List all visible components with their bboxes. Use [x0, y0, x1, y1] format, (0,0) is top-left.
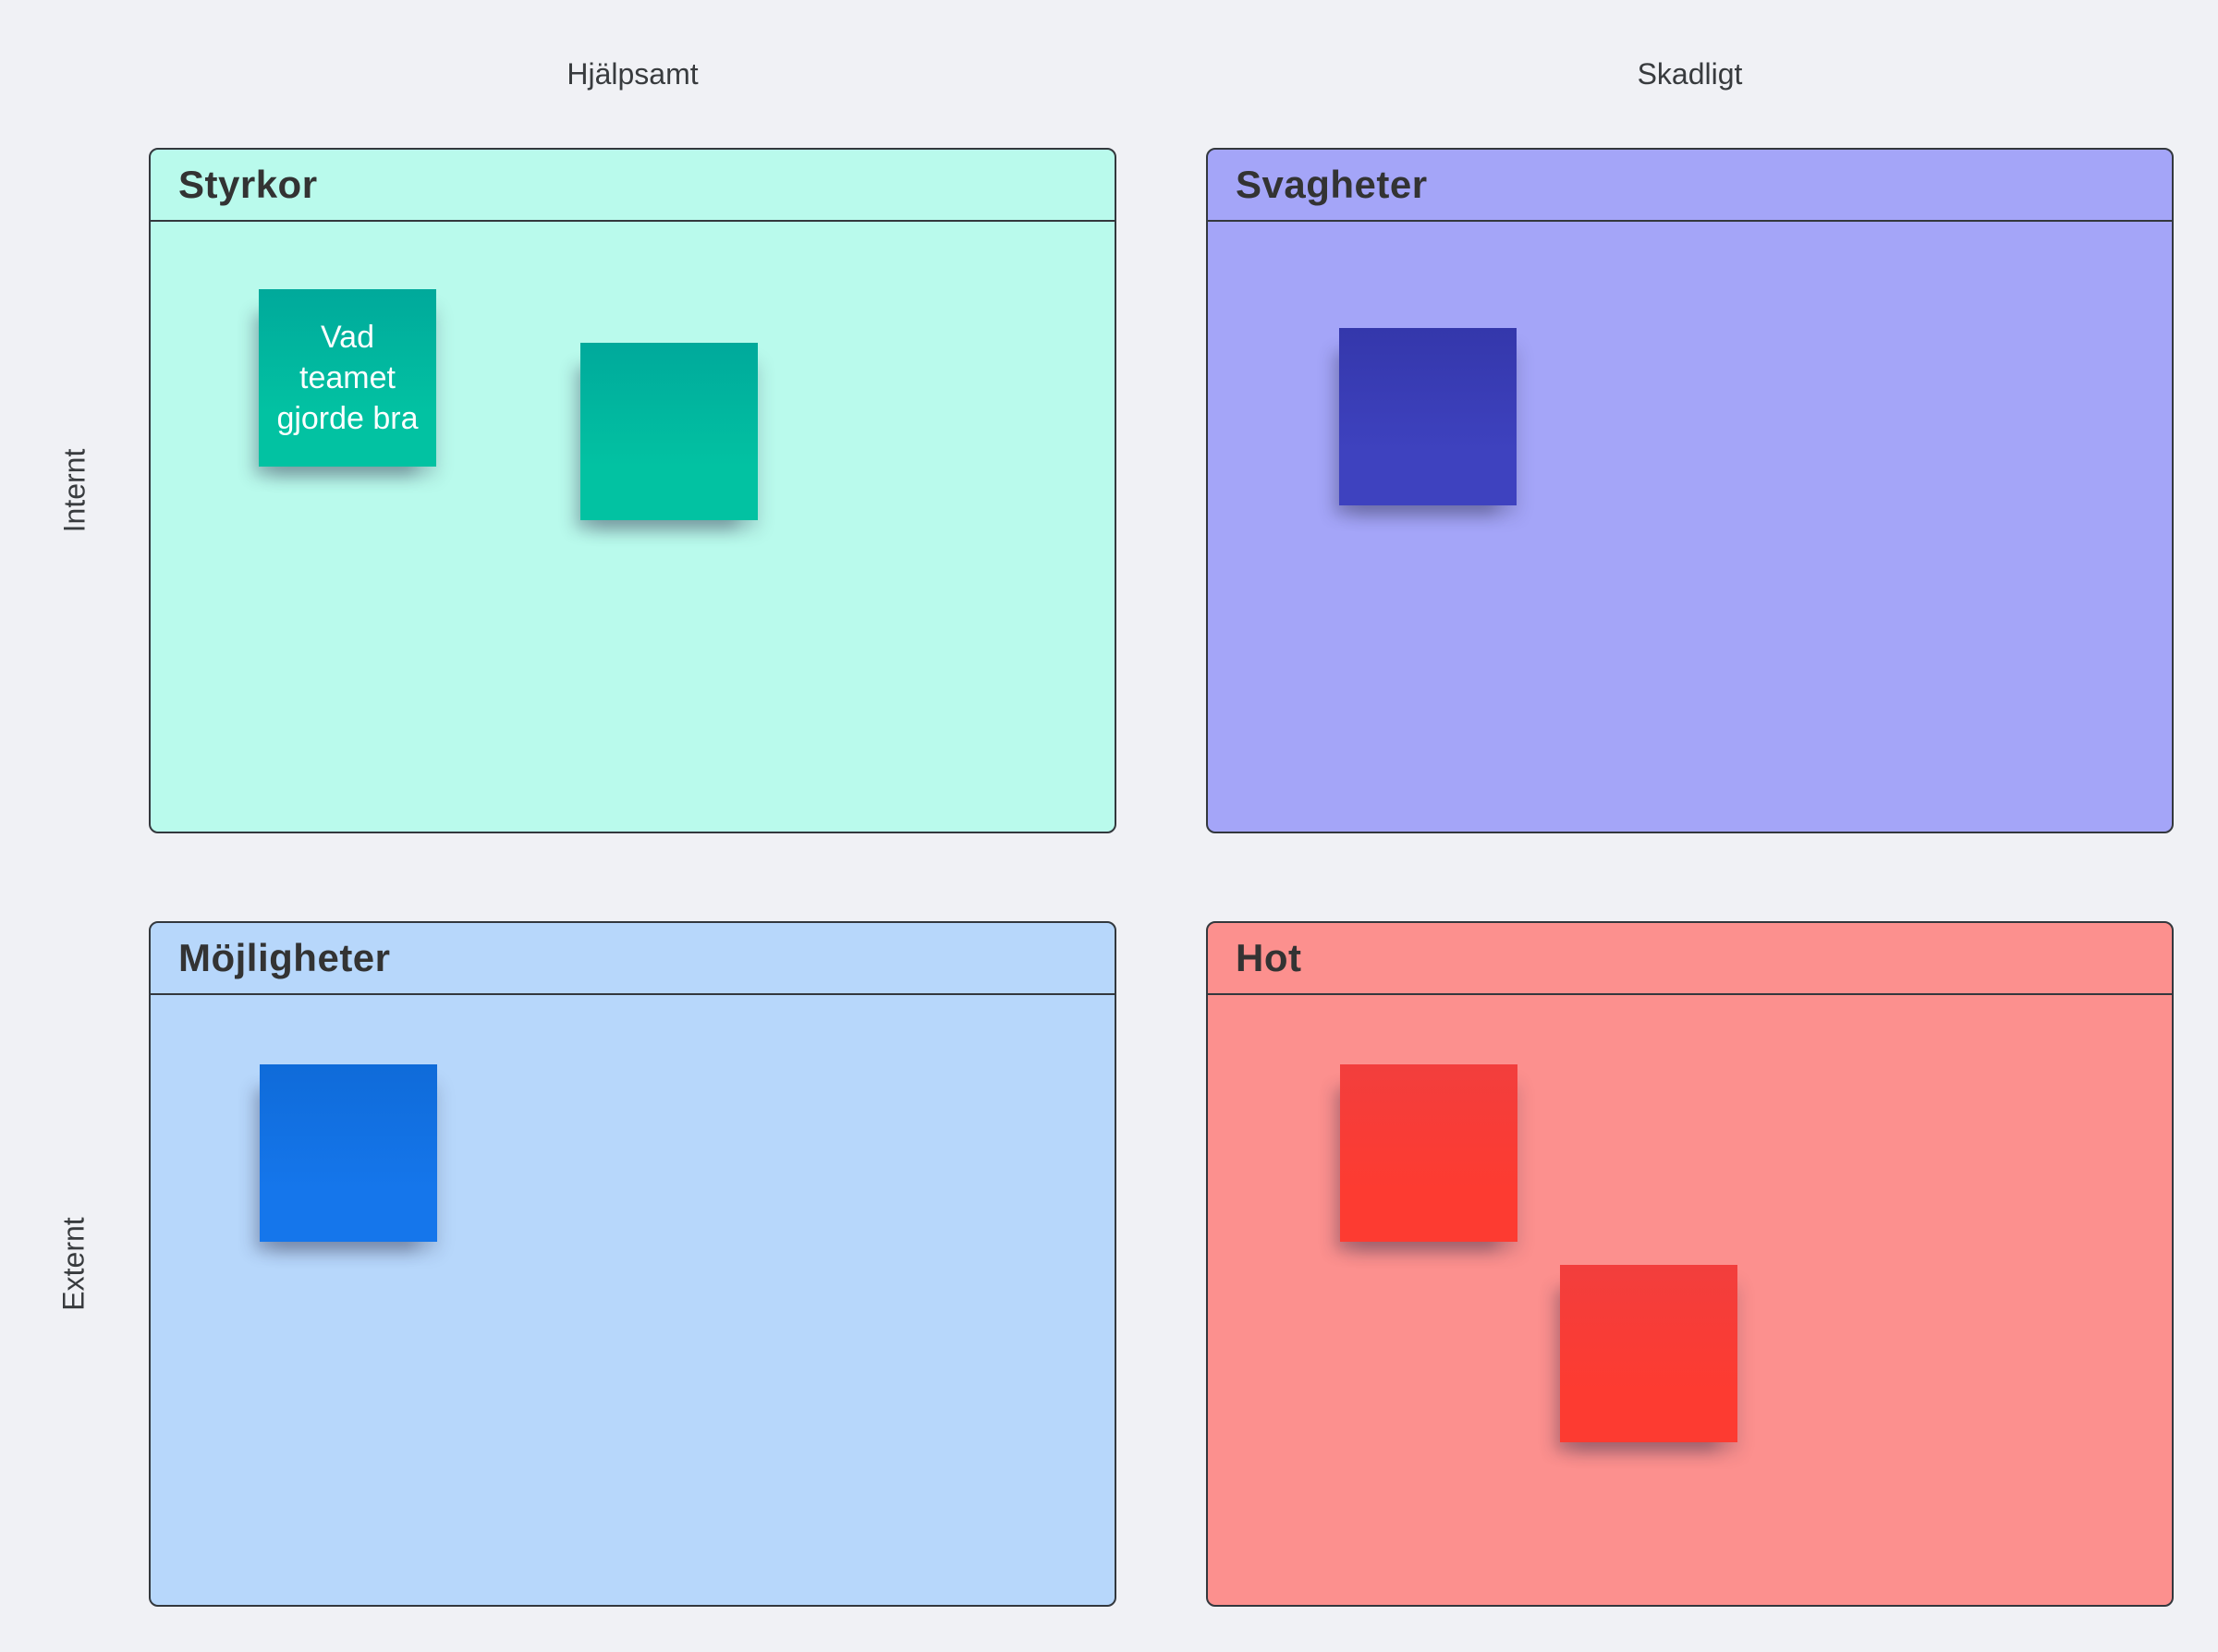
sticky-note-strength-2[interactable]	[580, 343, 758, 520]
axis-label-helpful: Hjälpsamt	[567, 57, 699, 91]
quadrant-strengths-title: Styrkor	[178, 163, 318, 206]
axis-label-external: Externt	[56, 1217, 91, 1311]
sticky-note-opportunity-1[interactable]	[260, 1064, 437, 1242]
quadrant-threats[interactable]: Hot	[1206, 921, 2174, 1607]
quadrant-weaknesses[interactable]: Svagheter	[1206, 148, 2174, 833]
quadrant-threats-header: Hot	[1208, 923, 2172, 995]
axis-label-harmful: Skadligt	[1637, 57, 1743, 91]
quadrant-threats-title: Hot	[1236, 936, 1302, 979]
sticky-note-threat-1[interactable]	[1340, 1064, 1517, 1242]
quadrant-strengths[interactable]: Styrkor Vad teamet gjorde bra	[149, 148, 1116, 833]
quadrant-strengths-header: Styrkor	[151, 150, 1115, 222]
quadrant-weaknesses-canvas[interactable]	[1208, 222, 2172, 832]
quadrant-opportunities-header: Möjligheter	[151, 923, 1115, 995]
sticky-note-weakness-1[interactable]	[1339, 328, 1517, 505]
quadrant-weaknesses-title: Svagheter	[1236, 163, 1428, 206]
axis-label-internal: Internt	[57, 448, 91, 533]
quadrant-weaknesses-header: Svagheter	[1208, 150, 2172, 222]
quadrant-opportunities[interactable]: Möjligheter	[149, 921, 1116, 1607]
quadrant-opportunities-title: Möjligheter	[178, 936, 391, 979]
sticky-note-strength-1[interactable]: Vad teamet gjorde bra	[259, 289, 436, 467]
sticky-note-threat-2[interactable]	[1560, 1265, 1737, 1442]
sticky-note-strength-1-text: Vad teamet gjorde bra	[276, 320, 419, 436]
